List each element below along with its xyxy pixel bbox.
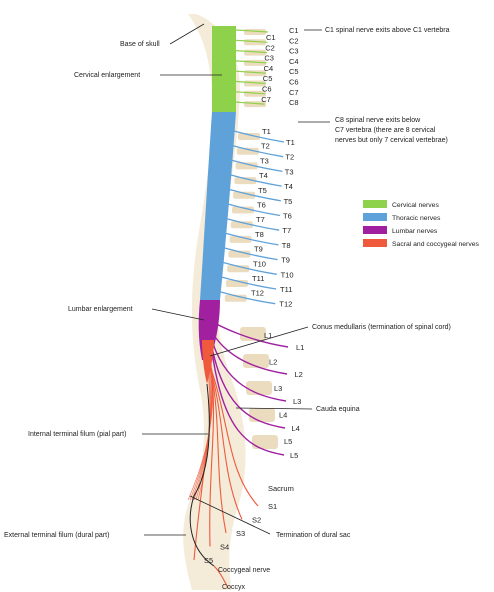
nerve-label-t4: T4 bbox=[284, 182, 293, 191]
nerve-label-t10: T10 bbox=[281, 270, 294, 279]
nerve-label-c4: C4 bbox=[289, 57, 299, 66]
nerve-label-t3: T3 bbox=[285, 167, 294, 176]
nerve-label-s3: S3 bbox=[236, 529, 245, 538]
nerve-label-l2: L2 bbox=[295, 370, 303, 379]
nerve-label-t8: T8 bbox=[282, 241, 291, 250]
vertebra-label-t4: T4 bbox=[259, 171, 268, 180]
vertebra-label-t8: T8 bbox=[255, 230, 264, 239]
label-coccygeal-nerve: Coccygeal nerve bbox=[218, 567, 270, 574]
vertebra-label-t5: T5 bbox=[258, 186, 267, 195]
vertebra-label-t3: T3 bbox=[260, 156, 269, 165]
vertebra-label-t7: T7 bbox=[256, 215, 265, 224]
vertebra-label-t6: T6 bbox=[257, 201, 266, 210]
nerve-label-t1: T1 bbox=[286, 138, 295, 147]
vertebra-label-c2: C2 bbox=[265, 43, 275, 52]
nerve-label-s5: S5 bbox=[204, 556, 213, 565]
nerve-label-c7: C7 bbox=[289, 88, 299, 97]
vertebra-label-l1: L1 bbox=[264, 331, 272, 340]
nerve-label-c2: C2 bbox=[289, 36, 299, 45]
leader-base-of-skull bbox=[170, 24, 204, 44]
vertebra-label-t10: T10 bbox=[253, 259, 266, 268]
nerve-label-t11: T11 bbox=[280, 285, 292, 294]
legend-label-cervical: Cervical nerves bbox=[392, 202, 439, 209]
label-c1-note: C1 spinal nerve exits above C1 vertebra bbox=[325, 27, 450, 34]
legend-swatch-sacral bbox=[363, 239, 387, 247]
nerve-label-l4: L4 bbox=[292, 424, 300, 433]
label-coccyx: Coccyx bbox=[222, 584, 245, 591]
vertebra-label-c3: C3 bbox=[264, 54, 274, 63]
nerve-label-s4: S4 bbox=[220, 543, 229, 552]
legend-label-lumbar: Lumbar nerves bbox=[392, 228, 438, 235]
vertebra-label-l4: L4 bbox=[279, 411, 287, 420]
nerve-label-t6: T6 bbox=[283, 212, 292, 221]
nerve-label-t12: T12 bbox=[279, 300, 292, 309]
nerve-label-l5: L5 bbox=[290, 451, 298, 460]
bone-block-l5 bbox=[252, 435, 278, 449]
nerve-label-c3: C3 bbox=[289, 47, 299, 56]
nerve-label-t5: T5 bbox=[284, 197, 293, 206]
vertebra-label-t12: T12 bbox=[251, 289, 264, 298]
label-cervical-enlargement: Cervical enlargement bbox=[74, 72, 140, 79]
nerve-label-l1: L1 bbox=[296, 343, 304, 352]
legend-swatch-cervical bbox=[363, 200, 387, 208]
label-base-of-skull: Base of skull bbox=[120, 41, 160, 48]
nerve-label-c5: C5 bbox=[289, 67, 299, 76]
nerve-label-c1: C1 bbox=[289, 26, 299, 35]
nerve-label-c6: C6 bbox=[289, 78, 299, 87]
label-conus-medullaris: Conus medullaris (termination of spinal … bbox=[312, 324, 451, 331]
legend-swatch-thoracic bbox=[363, 213, 387, 221]
label-cauda-equina: Cauda equina bbox=[316, 406, 360, 413]
label-c8-note-line3: nerves but only 7 cervical vertebrae) bbox=[335, 137, 448, 144]
nerve-label-t2: T2 bbox=[285, 153, 294, 162]
legend: Cervical nerves Thoracic nerves Lumbar n… bbox=[363, 200, 479, 248]
nerve-label-s1: S1 bbox=[268, 502, 277, 511]
label-lumbar-enlargement: Lumbar enlargement bbox=[68, 306, 133, 313]
leader-cauda-equina bbox=[236, 408, 312, 409]
label-external-terminal-filum: External terminal filum (dural part) bbox=[4, 532, 109, 539]
vertebra-label-t9: T9 bbox=[254, 245, 263, 254]
cervical-cord-segment bbox=[212, 26, 236, 112]
vertebra-label-c6: C6 bbox=[262, 85, 272, 94]
nerve-label-t9: T9 bbox=[281, 256, 290, 265]
nerve-label-s2: S2 bbox=[252, 516, 261, 525]
vertebra-label-c4: C4 bbox=[264, 64, 274, 73]
vertebra-label-t2: T2 bbox=[261, 142, 270, 151]
vertebra-label-c1: C1 bbox=[266, 33, 276, 42]
label-internal-terminal-filum: Internal terminal filum (pial part) bbox=[28, 431, 126, 438]
label-c8-note-line2: C7 vertebra (there are 8 cervical bbox=[335, 127, 436, 134]
label-termination-dural-sac: Termination of dural sac bbox=[276, 532, 351, 539]
nerve-label-l3: L3 bbox=[293, 397, 301, 406]
nerve-label-t7: T7 bbox=[282, 226, 291, 235]
vertebra-label-c5: C5 bbox=[263, 74, 273, 83]
bone-block-l4 bbox=[249, 408, 275, 422]
vertebra-label-t1: T1 bbox=[262, 127, 271, 136]
vertebra-label-t11: T11 bbox=[252, 274, 264, 283]
vertebra-label-l3: L3 bbox=[274, 384, 282, 393]
nerve-label-c8: C8 bbox=[289, 98, 299, 107]
label-c8-note-line1: C8 spinal nerve exits below bbox=[335, 117, 421, 124]
legend-label-thoracic: Thoracic nerves bbox=[392, 215, 441, 222]
vertebra-label-c7: C7 bbox=[261, 95, 271, 104]
legend-swatch-lumbar bbox=[363, 226, 387, 234]
vertebra-label-l5: L5 bbox=[284, 437, 292, 446]
bone-block-l3 bbox=[246, 381, 272, 395]
vertebra-label-l2: L2 bbox=[269, 358, 277, 367]
legend-label-sacral: Sacral and coccygeal nerves bbox=[392, 241, 479, 248]
label-sacrum: Sacrum bbox=[268, 484, 294, 493]
